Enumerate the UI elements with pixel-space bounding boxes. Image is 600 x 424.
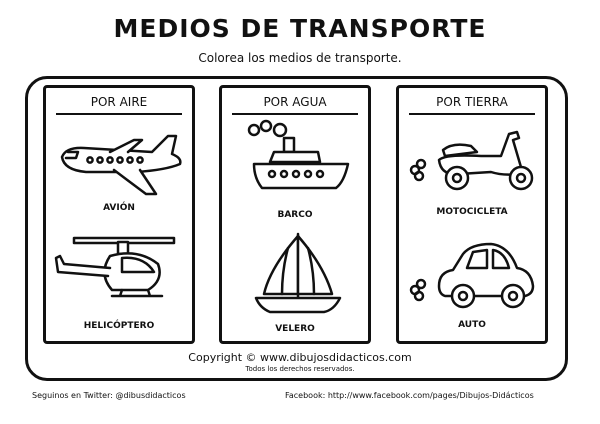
sailboat-icon <box>254 232 342 314</box>
card-por-agua: POR AGUA BARCO VELERO <box>219 85 371 344</box>
card-por-tierra: POR TIERRA MOTOCICLETA AUTO <box>396 85 548 344</box>
card-por-aire: POR AIRE AVIÓN HELICÓPTERO <box>43 85 195 344</box>
label-helicoptero: HELICÓPTERO <box>83 321 155 331</box>
ship-icon <box>247 119 350 190</box>
card-heading: POR AGUA <box>263 95 327 109</box>
label-motocicleta: MOTOCICLETA <box>436 207 508 217</box>
rights-text: Todos los derechos reservados. <box>245 365 355 373</box>
airplane-icon <box>60 134 182 196</box>
heading-divider <box>56 113 182 115</box>
twitter-text: Seguinos en Twitter: @dibusdidacticos <box>32 391 186 400</box>
card-heading: POR AIRE <box>90 95 148 109</box>
car-icon <box>409 242 535 309</box>
facebook-text: Facebook: http://www.facebook.com/pages/… <box>285 391 534 400</box>
heading-divider <box>232 113 358 115</box>
label-auto: AUTO <box>458 320 486 330</box>
page-title: MEDIOS DE TRANSPORTE <box>113 14 487 43</box>
page-subtitle: Colorea los medios de transporte. <box>198 51 402 65</box>
label-barco: BARCO <box>277 210 313 220</box>
scooter-icon <box>409 130 534 191</box>
card-heading: POR TIERRA <box>436 95 508 109</box>
label-avion: AVIÓN <box>103 203 135 213</box>
helicopter-icon <box>54 236 176 298</box>
label-velero: VELERO <box>275 324 315 334</box>
copyright-text: Copyright © www.dibujosdidacticos.com <box>188 351 412 364</box>
heading-divider <box>409 113 535 115</box>
outer-frame <box>25 76 568 381</box>
